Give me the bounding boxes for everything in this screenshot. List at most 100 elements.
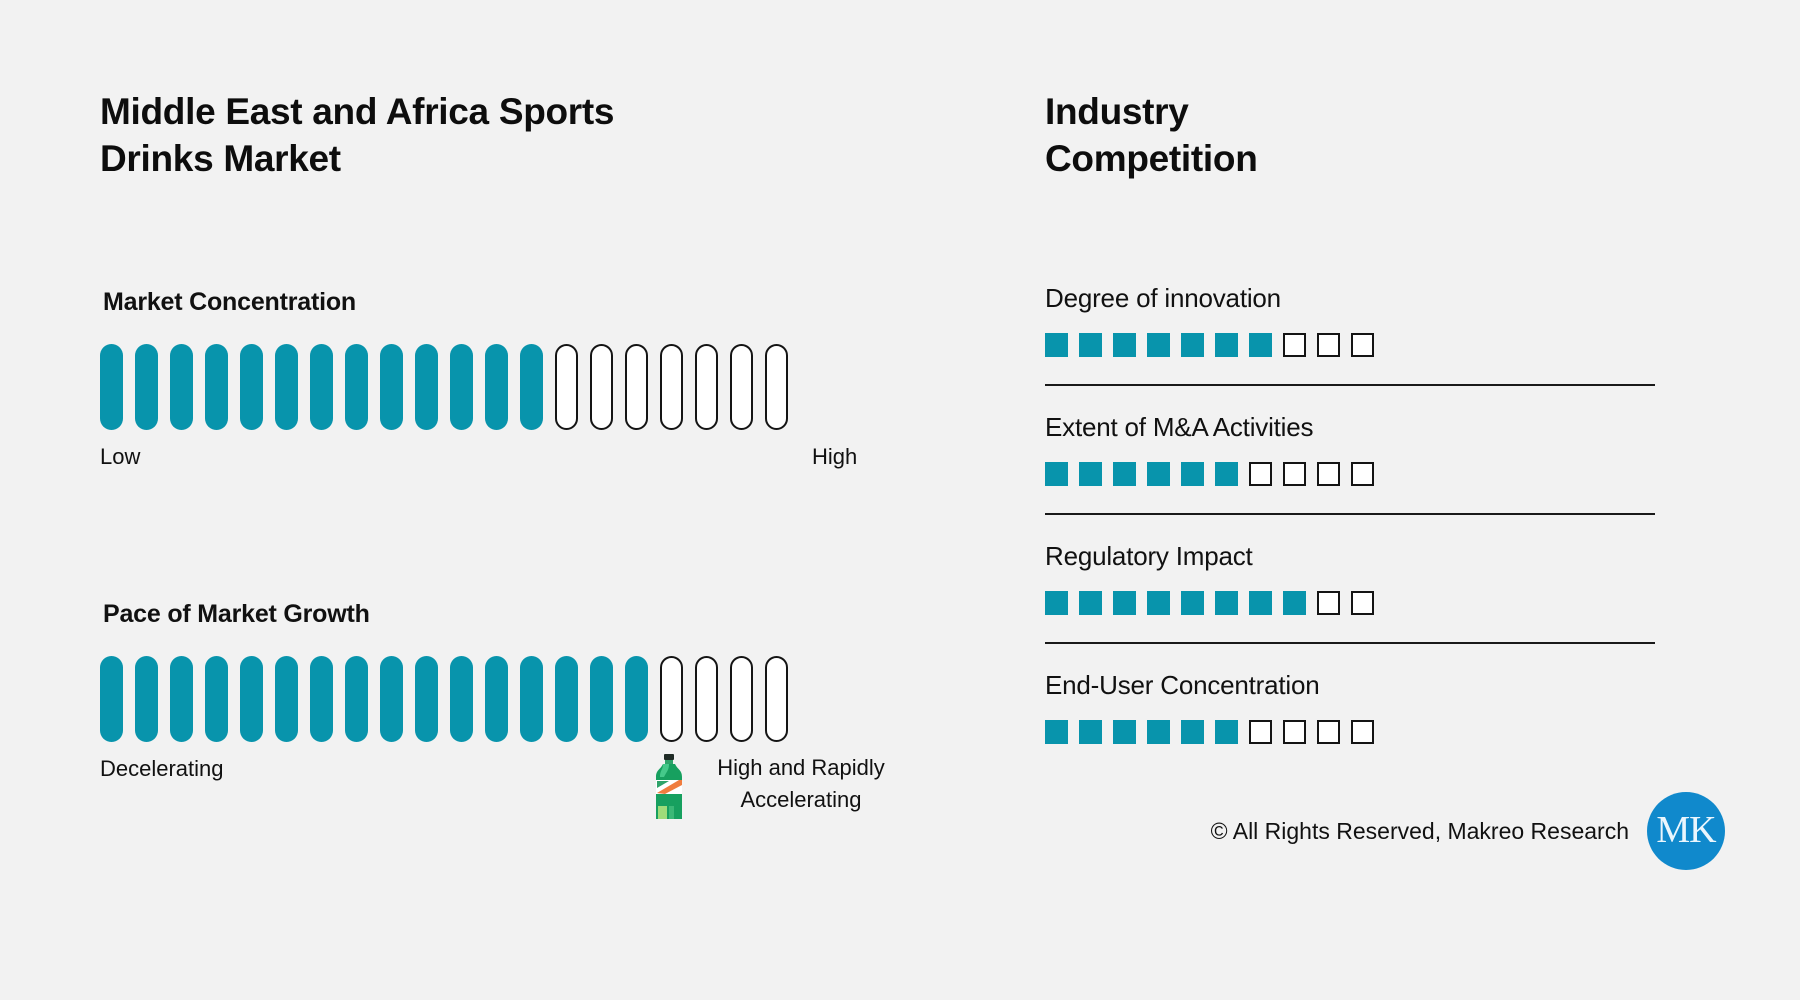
right-column: Industry Competition — [1045, 88, 1705, 183]
competition-item-label: End-User Concentration — [1045, 670, 1320, 700]
competition-item: End-User Concentration — [1045, 670, 1705, 745]
competition-item-label: Extent of M&A Activities — [1045, 412, 1314, 442]
competition-rating-row — [1045, 719, 1705, 745]
rating-square-empty — [1317, 333, 1340, 357]
competition-rating-row — [1045, 332, 1705, 358]
rating-square-filled — [1045, 720, 1068, 744]
rating-square-empty — [1317, 462, 1340, 486]
gauge-segment-filled — [520, 344, 543, 430]
metric-label: Market Concentration — [103, 288, 356, 316]
competition-rating-row — [1045, 590, 1705, 616]
scale-low-label: Low — [100, 444, 141, 469]
logo-initials: MK — [1656, 809, 1716, 851]
gauge-segment-filled — [345, 344, 368, 430]
metric-market-concentration: Market Concentration Low High — [100, 288, 920, 524]
rating-square-filled — [1113, 462, 1136, 486]
rating-square-filled — [1147, 462, 1170, 486]
rating-square-filled — [1215, 720, 1238, 744]
rating-square-filled — [1045, 591, 1068, 615]
rating-square-empty — [1283, 333, 1306, 357]
rating-square-filled — [1249, 333, 1272, 357]
rating-square-filled — [1113, 591, 1136, 615]
footer: © All Rights Reserved, Makreo Research M… — [1211, 792, 1725, 870]
rating-square-empty — [1249, 462, 1272, 486]
gauge-segment-empty — [660, 344, 683, 430]
section-title-industry-competition: Industry Competition — [1045, 91, 1258, 180]
gauge-segment-filled — [520, 656, 543, 742]
rating-square-filled — [1181, 462, 1204, 486]
rating-square-filled — [1079, 333, 1102, 357]
gauge-segment-filled — [275, 656, 298, 742]
gauge-segment-filled — [450, 656, 473, 742]
gauge-segment-filled — [275, 344, 298, 430]
gauge-segment-filled — [205, 344, 228, 430]
gauge-segment-filled — [135, 344, 158, 430]
gauge-segment-filled — [310, 344, 333, 430]
gauge-segment-empty — [730, 656, 753, 742]
gauge-segment-empty — [555, 344, 578, 430]
rating-square-filled — [1181, 333, 1204, 357]
gauge-segment-filled — [100, 344, 123, 430]
divider — [1045, 642, 1655, 644]
gauge-segment-filled — [310, 656, 333, 742]
left-column: Middle East and Africa Sports Drinks Mar… — [100, 88, 1000, 183]
gauge-segment-filled — [485, 656, 508, 742]
gauge-segment-empty — [590, 344, 613, 430]
rating-square-filled — [1113, 720, 1136, 744]
rating-square-empty — [1351, 591, 1374, 615]
rating-square-filled — [1147, 591, 1170, 615]
metric-pace-of-market-growth: Pace of Market Growth Decelerating High … — [100, 600, 960, 836]
gauge-segment-filled — [170, 344, 193, 430]
gauge-segment-filled — [380, 656, 403, 742]
competition-item: Regulatory Impact — [1045, 541, 1705, 644]
rating-square-empty — [1317, 591, 1340, 615]
rating-square-filled — [1147, 333, 1170, 357]
competition-rating-row — [1045, 461, 1705, 487]
gauge-segment-filled — [240, 656, 263, 742]
rating-square-filled — [1215, 333, 1238, 357]
gauge-segment-filled — [415, 344, 438, 430]
competition-item: Degree of innovation — [1045, 283, 1705, 386]
gauge-segment-filled — [415, 656, 438, 742]
rating-square-empty — [1283, 462, 1306, 486]
gauge-segment-filled — [205, 656, 228, 742]
gauge-segment-filled — [345, 656, 368, 742]
divider — [1045, 513, 1655, 515]
growth-scale: Decelerating High and Rapidly Accelerati… — [100, 754, 960, 836]
gauge-segment-filled — [135, 656, 158, 742]
metric-label: Pace of Market Growth — [103, 600, 370, 628]
rating-square-filled — [1181, 591, 1204, 615]
gauge-segment-filled — [485, 344, 508, 430]
scale-low-label: Decelerating — [100, 756, 224, 781]
concentration-gauge — [100, 344, 920, 430]
concentration-scale: Low High — [100, 444, 920, 524]
gauge-segment-filled — [380, 344, 403, 430]
rating-square-empty — [1351, 333, 1374, 357]
gauge-segment-filled — [170, 656, 193, 742]
gauge-segment-empty — [765, 344, 788, 430]
rating-square-filled — [1283, 591, 1306, 615]
rating-square-filled — [1045, 462, 1068, 486]
growth-gauge — [100, 656, 960, 742]
gauge-segment-empty — [695, 344, 718, 430]
sports-drink-bottle-icon — [656, 754, 682, 819]
rating-square-filled — [1181, 720, 1204, 744]
gauge-segment-filled — [240, 344, 263, 430]
gauge-segment-empty — [730, 344, 753, 430]
rating-square-filled — [1079, 462, 1102, 486]
rating-square-empty — [1351, 720, 1374, 744]
gauge-segment-empty — [765, 656, 788, 742]
gauge-segment-filled — [590, 656, 613, 742]
competition-item: Extent of M&A Activities — [1045, 412, 1705, 515]
rating-square-filled — [1215, 591, 1238, 615]
gauge-segment-empty — [660, 656, 683, 742]
scale-high-label: High and Rapidly Accelerating — [717, 755, 885, 812]
copyright-text: © All Rights Reserved, Makreo Research — [1210, 817, 1629, 844]
rating-square-filled — [1079, 720, 1102, 744]
page-title: Middle East and Africa Sports Drinks Mar… — [100, 91, 615, 180]
rating-square-filled — [1147, 720, 1170, 744]
rating-square-filled — [1045, 333, 1068, 357]
divider — [1045, 384, 1655, 386]
